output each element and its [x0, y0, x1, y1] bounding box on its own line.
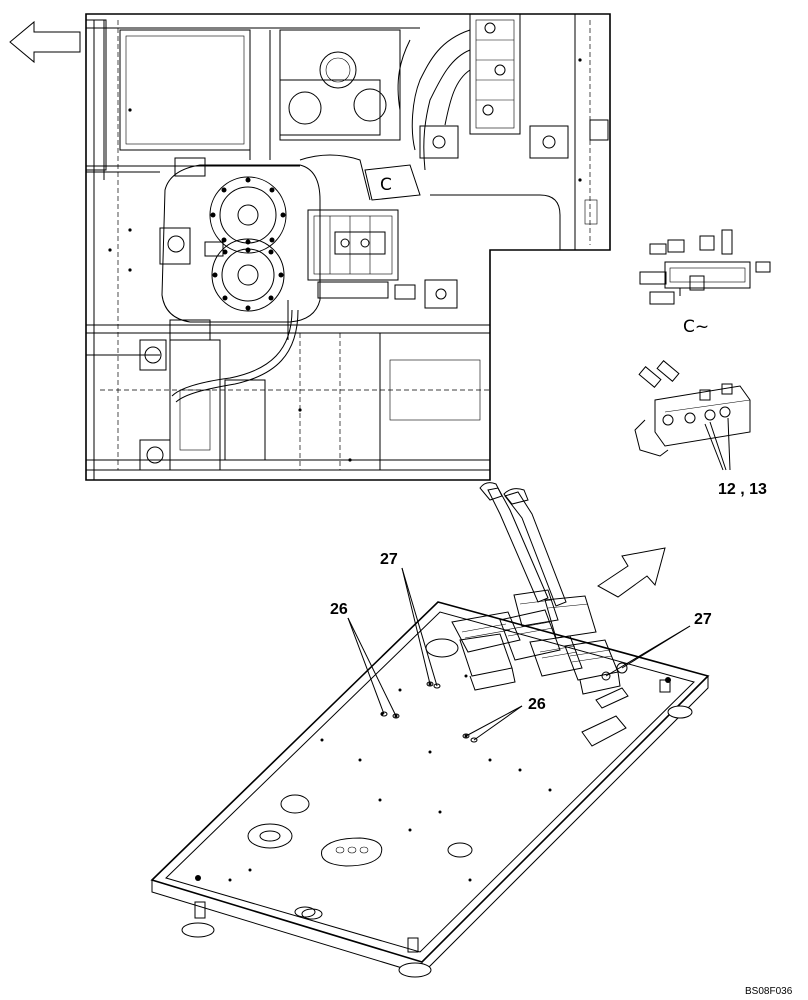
drawing-code: BS08F036: [745, 986, 793, 997]
callout-27-right: 27: [694, 611, 712, 628]
front-direction-arrow-left-icon: [9, 20, 81, 64]
callout-26-lower: 26: [528, 696, 546, 713]
callout-12-13: 12 , 13: [718, 481, 767, 498]
leader-lines: [347, 567, 691, 741]
swing-motor-lower: [211, 238, 285, 312]
detail-label: C~: [683, 317, 709, 337]
view-marker-c: C: [380, 175, 392, 195]
fitting-detail-view: [634, 360, 751, 471]
floor-plate-assembly: [150, 482, 710, 978]
front-direction-arrow-right-icon: [597, 547, 666, 598]
travel-levers: [479, 482, 567, 607]
detail-c-view: [639, 229, 771, 305]
callout-27-upper: 27: [380, 551, 398, 568]
control-valve: [307, 209, 399, 299]
upper-frame-view: C: [85, 13, 611, 481]
callout-26-upper: 26: [330, 601, 348, 618]
travel-pedals: [451, 589, 621, 695]
